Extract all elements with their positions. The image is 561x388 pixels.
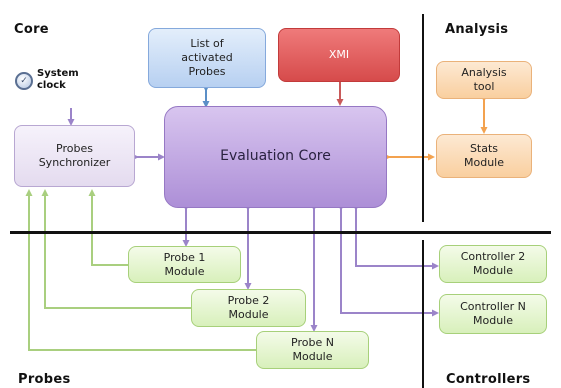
controller-2-module-box: Controller 2 Module [439,245,547,283]
list-of-activated-probes-box: List of activated Probes [148,28,266,88]
probeN-sync-line [25,189,256,351]
core-controllerN-arrow [337,204,439,317]
probe2-sync-line [41,189,191,309]
probe1-sync-line [88,189,128,266]
system-clock-label: System clock [37,68,79,91]
core-controller2-arrow [352,204,439,270]
section-label-probes: Probes [18,372,71,387]
section-label-controllers: Controllers [446,372,531,387]
probe-1-module-box: Probe 1 Module [128,246,241,283]
section-label-analysis: Analysis [445,22,509,37]
horizontal-divider [10,231,551,234]
xmi-box: XMI [278,28,400,82]
vertical-divider-top [422,14,424,222]
clock-icon: ✓ [15,72,33,90]
vertical-divider-bottom [422,240,424,388]
probe-2-module-box: Probe 2 Module [191,289,306,327]
probe-n-module-box: Probe N Module [256,331,369,369]
controller-n-module-box: Controller N Module [439,294,547,334]
section-label-core: Core [14,22,49,37]
analysis-tool-box: Analysis tool [436,61,532,99]
stats-module-box: Stats Module [436,134,532,178]
probes-synchronizer-box: Probes Synchronizer [14,125,135,187]
evaluation-core-box: Evaluation Core [164,106,387,208]
